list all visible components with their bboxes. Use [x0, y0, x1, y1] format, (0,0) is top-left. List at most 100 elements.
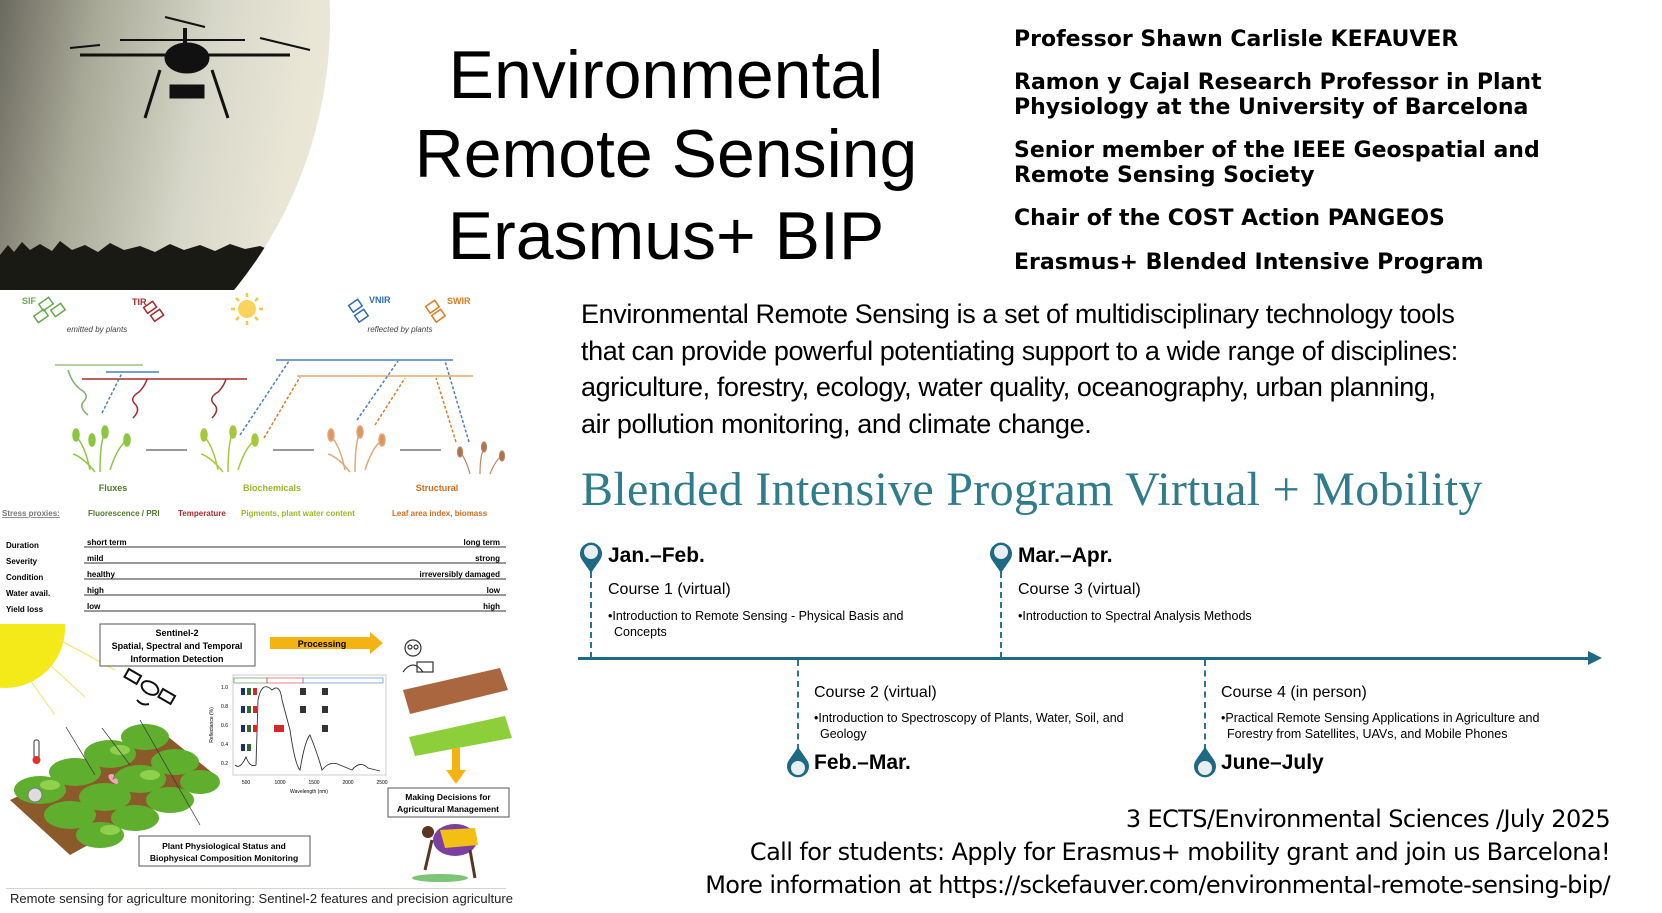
scale-from: short term [87, 538, 127, 547]
credential-cost-action: Chair of the COST Action PANGEOS [1014, 206, 1445, 231]
reflected-label: reflected by plants [368, 325, 433, 334]
scale-label: Condition [6, 573, 43, 582]
treeline [0, 241, 330, 290]
scale-label: Duration [6, 541, 39, 550]
sentinel-box-line: Sentinel-2 [155, 628, 198, 638]
intro-line: air pollution monitoring, and climate ch… [581, 408, 1092, 439]
location-pin-icon [1194, 747, 1216, 778]
satellite-icon [424, 299, 447, 324]
scale-to: high [483, 602, 500, 611]
decisions-box [387, 787, 510, 818]
emitted-label: emitted by plants [67, 325, 127, 334]
proxy-pigments: Pigments, plant water content [241, 509, 355, 518]
proxy-lai: Leaf area index, biomass [392, 509, 488, 518]
decisions-box-line: Agricultural Management [397, 804, 499, 814]
more-info-link[interactable]: More information at https://sckefauver.c… [705, 871, 1610, 899]
call-for-students: Call for students: Apply for Erasmus+ mo… [749, 838, 1611, 866]
y-tick: 0.8 [221, 704, 228, 710]
location-pin-icon [787, 747, 809, 778]
course-description: •Introduction to Spectroscopy of Plants,… [814, 710, 1124, 742]
thermometer-icon [32, 739, 41, 764]
plant-status-box [138, 835, 311, 867]
processing-label: Processing [298, 639, 347, 649]
intro-line: Environmental Remote Sensing is a set of… [581, 299, 1455, 329]
location-pin-icon [990, 542, 1012, 573]
credential-line: Senior member of the IEEE Geospatial and [1014, 138, 1540, 163]
crop-field-illustration [10, 719, 220, 855]
scale-to: irreversibly damaged [420, 570, 501, 579]
sun-icon [231, 293, 263, 325]
description-line: •Practical Remote Sensing Applications i… [1221, 711, 1540, 725]
scientist-icon [402, 639, 434, 673]
credential-name: Professor Shawn Carlisle KEFAUVER [1014, 27, 1459, 52]
description-line: Geology [820, 727, 867, 741]
timeline-connector [1000, 572, 1002, 658]
course-title: Course 1 (virtual) [608, 581, 731, 598]
proxy-temperature: Temperature [178, 509, 226, 518]
description-line: Forestry from Satellites, UAVs, and Mobi… [1227, 727, 1508, 741]
vegetation-map-layer [409, 716, 512, 756]
y-tick: 0.6 [221, 723, 228, 729]
y-tick: 0.4 [221, 742, 228, 748]
sentinel-box-line: Information Detection [130, 654, 223, 664]
sentinel-box [99, 623, 256, 667]
course-description: •Introduction to Spectral Analysis Metho… [1018, 608, 1252, 624]
soil-map-layer [403, 668, 508, 714]
tir-label: TIR [132, 297, 147, 307]
drone-photo [0, 0, 330, 290]
sentinel-box-line: Spatial, Spectral and Temporal [112, 641, 243, 651]
co2-cloud-icon [27, 787, 43, 803]
title-line-3: Erasmus+ BIP [447, 198, 885, 274]
x-tick: 500 [242, 780, 251, 786]
scale-to: low [487, 586, 501, 595]
credential-ramon-y-cajal: Ramon y Cajal Research Professor in Plan… [1014, 70, 1542, 120]
scale-from: high [87, 586, 104, 595]
course-title: Course 3 (virtual) [1018, 581, 1141, 598]
intro-line: that can provide powerful potentiating s… [581, 335, 1458, 366]
plant-icon [72, 425, 131, 473]
farmer-illustration [412, 824, 478, 882]
signal-lines [55, 359, 473, 443]
satellite-icon [32, 296, 67, 324]
decisions-box-line: Making Decisions for [405, 792, 491, 802]
swir-label: SWIR [447, 296, 471, 306]
processing-arrow [270, 632, 383, 654]
title-line-2: Remote Sensing [414, 116, 918, 192]
down-arrow-icon [446, 748, 466, 784]
location-pin-icon [580, 542, 602, 573]
stage-biochemicals: Biochemicals [243, 483, 301, 493]
caption-divider [6, 888, 506, 889]
plant-box-line: Biophysical Composition Monitoring [150, 853, 298, 863]
timeline-connector [590, 572, 592, 658]
remote-sensing-diagram: SIF TIR VNIR SWIR emitted by plants refl… [0, 293, 512, 882]
course-description: •Introduction to Remote Sensing - Physic… [608, 608, 904, 640]
reflectance-chart: 0.2 0.4 0.6 0.8 1.0 500 1000 1500 2000 2… [209, 674, 388, 795]
diagram-caption: Remote sensing for agriculture monitorin… [10, 891, 513, 906]
credential-ieee: Senior member of the IEEE Geospatial and… [1014, 138, 1540, 188]
scale-to: strong [475, 554, 500, 563]
plant-box-line: Plant Physiological Status and [162, 841, 286, 851]
course-title: Course 4 (in person) [1221, 684, 1367, 701]
scale-row: Severity mild strong [6, 554, 506, 566]
satellite-icon [347, 298, 370, 324]
scale-label: Severity [6, 557, 38, 566]
butterfly-icon [108, 774, 118, 784]
stress-proxies-label: Stress proxies: [2, 509, 60, 518]
credential-line: Remote Sensing Society [1014, 163, 1315, 188]
drone-silhouette-icon [0, 16, 330, 290]
period-label: Jan.–Feb. [608, 544, 705, 567]
credential-line: Ramon y Cajal Research Professor in Plan… [1014, 70, 1542, 95]
credential-line: Physiology at the University of Barcelon… [1014, 95, 1529, 120]
plant-icon [327, 425, 386, 473]
period-label: Mar.–Apr. [1018, 544, 1113, 567]
scale-from: mild [87, 554, 104, 563]
plant-icon [200, 425, 259, 473]
timeline-axis [578, 657, 1590, 660]
satellite-icon [142, 300, 165, 323]
x-axis-label: Wavelength (nm) [290, 789, 328, 795]
stage-fluxes: Fluxes [99, 483, 128, 493]
x-tick: 1000 [274, 780, 285, 786]
